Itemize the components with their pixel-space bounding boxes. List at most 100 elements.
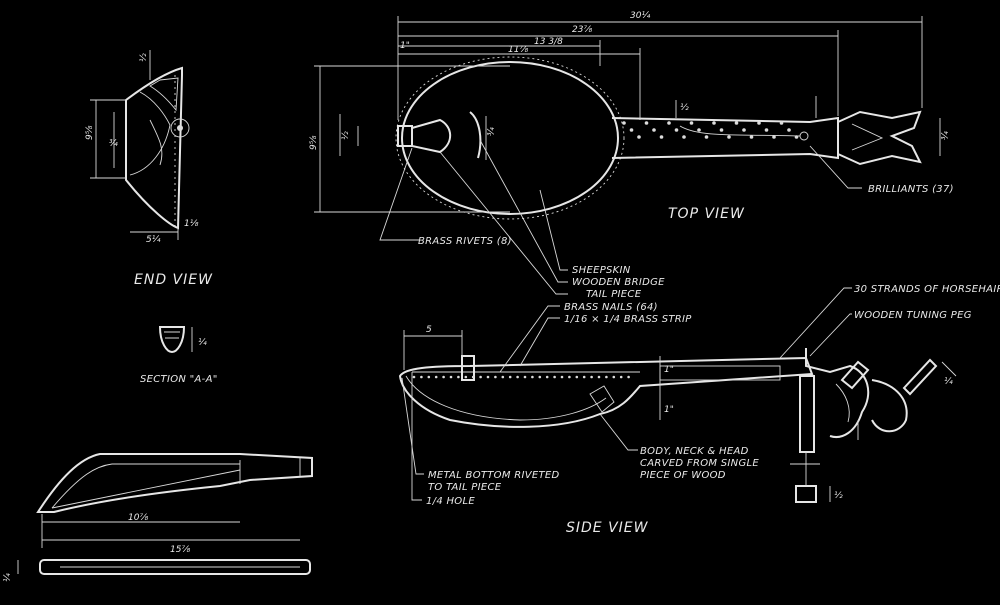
label-brass-strip: 1/16 × 1/4 BRASS STRIP [564, 314, 692, 325]
body-brass-nails [412, 375, 630, 379]
brass-nail-dot [627, 375, 630, 379]
brass-nail-dot [420, 375, 423, 379]
brilliant-dot [779, 121, 784, 125]
dim-bow-inner: 10⅞ [128, 513, 148, 523]
brilliant-dot [719, 128, 724, 132]
brass-nail-dot [531, 375, 534, 379]
brilliant-dot [667, 121, 671, 125]
dim-head-width: ¾ [941, 131, 951, 140]
dim-length-b: 13 3/8 [534, 37, 563, 47]
dim-body-width: 9⅝ [309, 135, 319, 150]
dim-one-inch: 1" [400, 41, 410, 51]
brass-nail-dot [471, 375, 475, 379]
dim-end-half: ½ [139, 53, 149, 62]
brass-nail-dot [501, 375, 505, 379]
brilliant-dot [712, 121, 716, 125]
dim-tail-length: 5 [426, 325, 432, 335]
dim-neck-width: ½ [680, 103, 689, 113]
label-tuning-peg: WOODEN TUNING PEG [854, 310, 972, 321]
dim-section: ¼ [198, 338, 207, 348]
brilliant-dot [682, 135, 686, 139]
label-metal-line2: TO TAIL PIECE [428, 482, 502, 493]
brass-nail-dot [568, 375, 571, 379]
brass-nail-dot [560, 375, 564, 379]
brilliant-dot [764, 128, 769, 132]
dim-neck-depth: 1" [664, 405, 674, 415]
dim-bow-outer: 15⅞ [170, 545, 190, 555]
brass-nail-dot [508, 375, 512, 379]
label-wooden-bridge: WOODEN BRIDGE [572, 277, 665, 288]
dim-end-height: 9⅝ [85, 125, 95, 140]
side-view-label: SIDE VIEW [566, 520, 649, 536]
brilliant-dot [742, 128, 746, 132]
brass-nail-dot [427, 375, 431, 379]
brass-nail-dot [553, 375, 556, 379]
label-body-line2: CARVED FROM SINGLE [640, 458, 759, 469]
dim-peg: ½ [834, 491, 843, 501]
brilliant-dot [637, 135, 641, 139]
brilliant-dot [704, 135, 709, 139]
dim-end-inner: ¾ [109, 139, 118, 149]
brilliant-dot [659, 135, 664, 139]
brass-nail-dot [516, 375, 519, 379]
label-brass-rivets: BRASS RIVETS (8) [418, 236, 512, 247]
label-body-line1: BODY, NECK & HEAD [640, 446, 749, 457]
label-hole: 1/4 HOLE [426, 496, 475, 507]
brass-nail-dot [494, 375, 497, 379]
dim-end-width: 5¼ [146, 235, 161, 245]
brilliant-dot [622, 121, 626, 125]
brass-nail-dot [449, 375, 453, 379]
brass-nail-dot [582, 375, 586, 379]
brass-nail-dot [575, 375, 579, 379]
brass-nail-dot [457, 375, 460, 379]
brass-nail-dot [597, 375, 601, 379]
brass-nail-dot [538, 375, 542, 379]
end-view-label: END VIEW [134, 272, 213, 288]
brilliant-dot [652, 128, 656, 132]
brass-nail-dot [619, 375, 623, 379]
brass-nail-dot [412, 375, 416, 379]
brass-nail-dot [434, 375, 438, 379]
brilliant-dot [734, 121, 739, 125]
end-view-drawing [90, 50, 190, 240]
brass-nail-dot [605, 375, 608, 379]
brass-nail-dot [545, 375, 549, 379]
brilliant-dot [794, 135, 799, 139]
label-horsehair: 30 STRANDS OF HORSEHAIR [854, 284, 1000, 295]
brilliant-dot [787, 128, 791, 132]
brass-nail-dot [479, 375, 482, 379]
brass-nail-dot [442, 375, 445, 379]
label-metal-line1: METAL BOTTOM RIVETED [428, 470, 560, 481]
neck-brilliants [622, 121, 799, 139]
brilliant-dot [749, 135, 754, 139]
brilliant-dot [697, 128, 701, 132]
brass-nail-dot [464, 375, 468, 379]
dim-overall-length: 30¼ [630, 11, 650, 21]
dim-tail-width: ½ [341, 131, 351, 140]
brilliant-dot [644, 121, 649, 125]
brass-nail-dot [590, 375, 593, 379]
dim-length-a: 23⅞ [572, 25, 592, 35]
brilliant-dot [772, 135, 776, 139]
dim-length-c: 11⅞ [508, 45, 528, 55]
brass-nail-dot [612, 375, 616, 379]
dim-peg-angle: ¼ [944, 377, 953, 387]
top-view-drawing [314, 16, 941, 295]
top-view-label: TOP VIEW [668, 206, 745, 222]
dim-bridge: ¾ [487, 127, 497, 136]
dim-bow-thickness: ¼ [3, 573, 13, 582]
section-aa-drawing [158, 326, 193, 354]
label-tail-piece: TAIL PIECE [586, 289, 642, 300]
brilliant-dot [757, 121, 761, 125]
dim-neck-one: 1" [664, 365, 674, 375]
section-label: SECTION "A-A" [140, 374, 218, 385]
brilliant-dot [629, 128, 634, 132]
brilliant-dot [727, 135, 731, 139]
label-sheepskin: SHEEPSKIN [572, 265, 631, 276]
label-body-line3: PIECE OF WOOD [640, 470, 726, 481]
brilliant-dot [674, 128, 679, 132]
brass-nail-dot [523, 375, 527, 379]
brass-nail-dot [486, 375, 490, 379]
